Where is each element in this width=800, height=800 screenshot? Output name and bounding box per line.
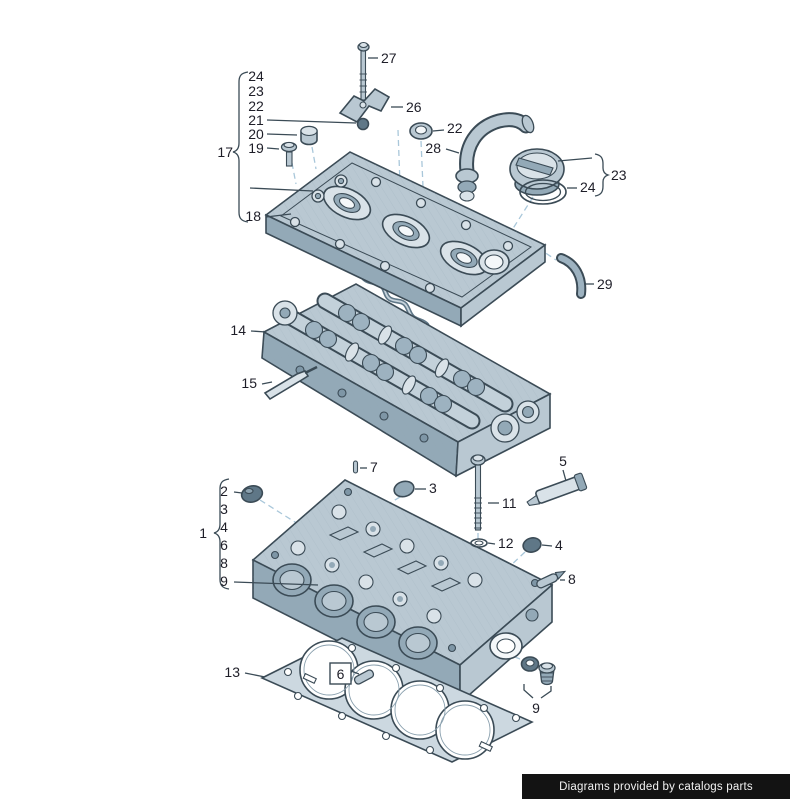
callout-labels: 27 26 24 23 22 21 20 19 17 18 22 28 23 2… (199, 50, 627, 716)
callout-9-group[interactable]: 9 (220, 573, 228, 589)
callout-2[interactable]: 2 (220, 483, 228, 499)
head-bolt-11 (470, 454, 486, 531)
callout-24-group[interactable]: 24 (248, 68, 264, 84)
grommet-22 (409, 122, 433, 140)
provider-badge: Diagrams provided by catalogs parts (522, 774, 790, 799)
callout-13[interactable]: 13 (224, 664, 240, 680)
sealing-cap-2-highlight (244, 487, 254, 495)
valve-cover (264, 151, 547, 328)
screw-plug-9 (538, 662, 556, 686)
sealant-tube-15 (263, 365, 318, 401)
callout-14[interactable]: 14 (230, 322, 246, 338)
callout-17[interactable]: 17 (217, 144, 233, 160)
seal-ring-9 (520, 656, 540, 672)
half-moon-seal (556, 253, 587, 299)
head-gasket (260, 637, 534, 763)
washer-12 (470, 538, 488, 548)
callout-27[interactable]: 27 (381, 50, 397, 66)
callout-28[interactable]: 28 (425, 140, 441, 156)
callout-9[interactable]: 9 (532, 700, 540, 716)
callout-11[interactable]: 11 (502, 495, 517, 511)
callout-24[interactable]: 24 (580, 179, 596, 195)
callout-1[interactable]: 1 (199, 525, 207, 541)
leader-lines (213, 57, 611, 699)
callout-12[interactable]: 12 (498, 535, 514, 551)
callout-5[interactable]: 5 (559, 453, 567, 469)
callout-21[interactable]: 21 (248, 112, 264, 128)
callout-3-group[interactable]: 3 (220, 501, 228, 517)
callout-22-group[interactable]: 22 (248, 98, 264, 114)
callout-6[interactable]: 6 (337, 666, 345, 682)
sealing-cap-4 (522, 537, 542, 553)
sealant-cartridge-5 (526, 472, 588, 506)
plug-7 (352, 460, 359, 474)
nut-21 (356, 117, 370, 131)
callout-4-group[interactable]: 4 (220, 519, 228, 535)
callout-29[interactable]: 29 (597, 276, 613, 292)
cap-20 (300, 125, 318, 146)
camshafts (283, 292, 514, 430)
callout-4[interactable]: 4 (555, 537, 563, 553)
callout-8[interactable]: 8 (568, 571, 576, 587)
callout-8-group[interactable]: 8 (220, 555, 228, 571)
callout-3[interactable]: 3 (429, 480, 437, 496)
callout-box-6 (329, 662, 352, 685)
camshaft-housing (261, 283, 552, 478)
callout-19[interactable]: 19 (248, 140, 264, 156)
breather-hose (455, 112, 535, 202)
callout-26[interactable]: 26 (406, 99, 422, 115)
bolt-19 (280, 141, 298, 167)
retainer-bracket-26 (338, 87, 391, 124)
callout-7[interactable]: 7 (370, 459, 378, 475)
callout-23-group[interactable]: 23 (248, 83, 264, 99)
callout-18[interactable]: 18 (245, 208, 261, 224)
callout-6-group[interactable]: 6 (220, 537, 228, 553)
dowel-pin-8 (536, 570, 567, 589)
sealing-cap-2 (240, 485, 264, 503)
oil-filler-cap (509, 148, 565, 196)
cylinder-head (251, 479, 554, 705)
sealing-cap-3 (393, 480, 415, 498)
provider-badge-text: Diagrams provided by catalogs parts (559, 780, 753, 793)
callout-23[interactable]: 23 (611, 167, 627, 183)
callout-20[interactable]: 20 (248, 126, 264, 142)
dowel-sleeve-6 (353, 669, 375, 685)
bolt-27 (357, 41, 370, 101)
callout-22[interactable]: 22 (447, 120, 463, 136)
callout-15[interactable]: 15 (241, 375, 257, 391)
cap-seal-ring (519, 179, 567, 205)
